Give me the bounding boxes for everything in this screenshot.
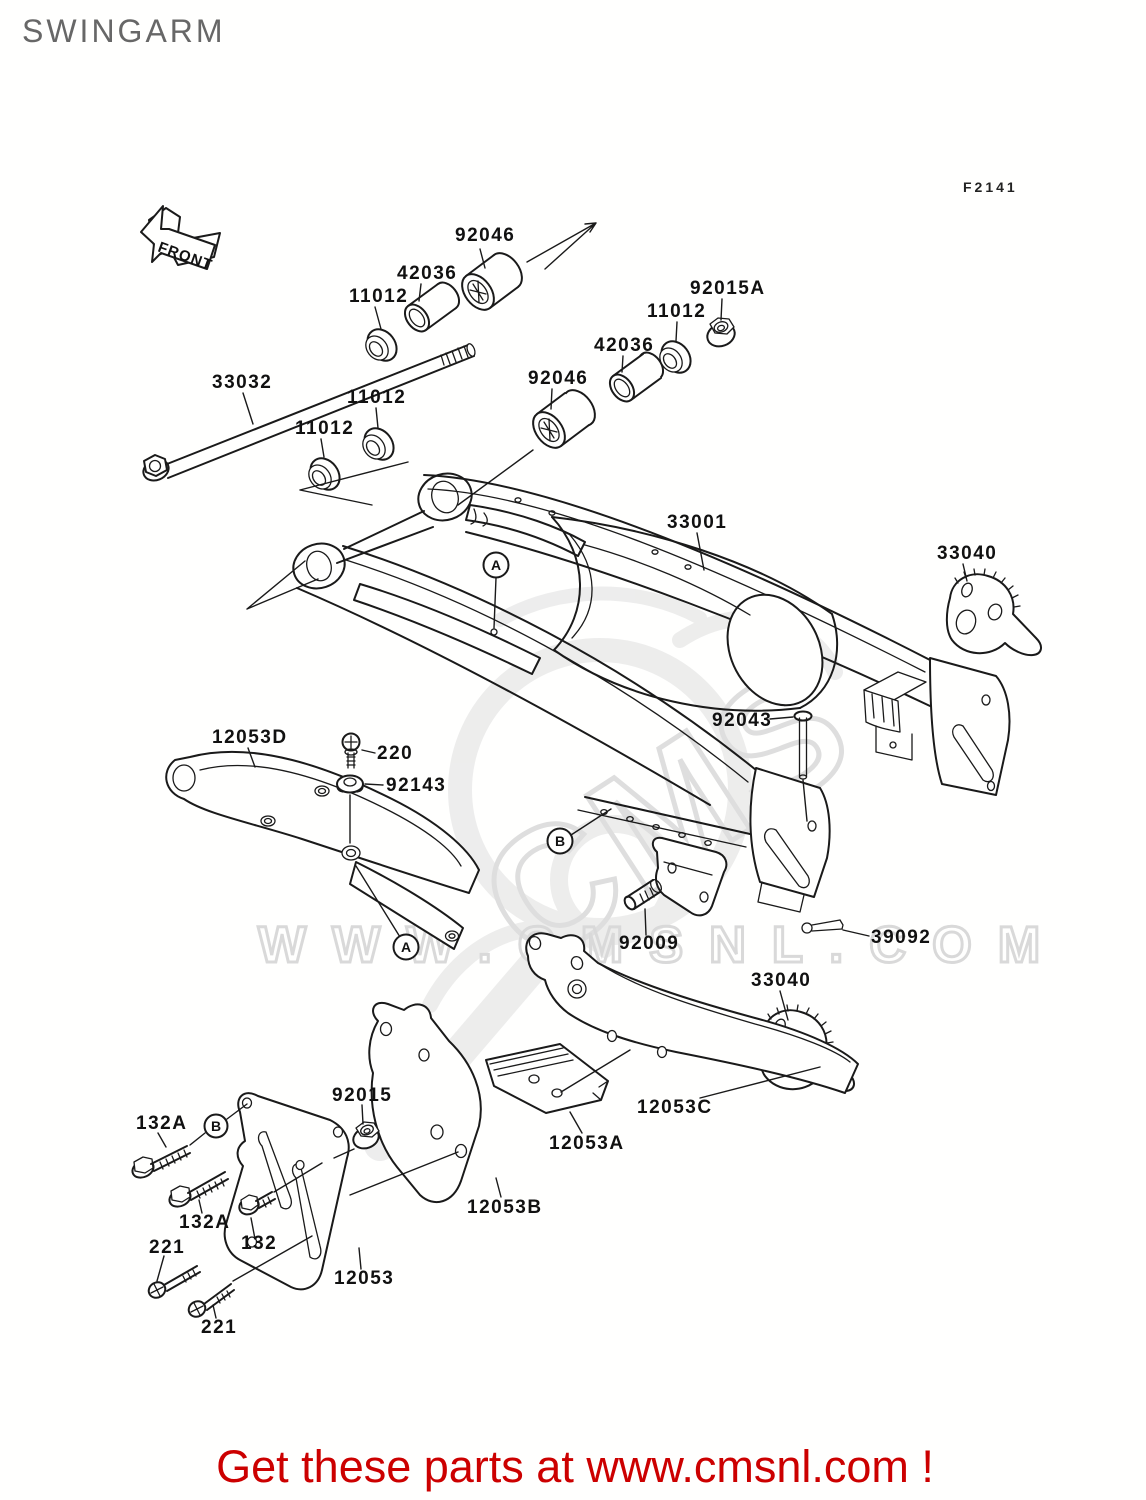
part-92046-needle-bearing-2: [532, 389, 596, 449]
part-label-92046-1: 92046: [455, 225, 515, 246]
part-labels: 92046 42036 11012 92015A 11012 42036 920…: [136, 225, 997, 1338]
svg-text:B: B: [211, 1118, 221, 1134]
part-label-92009: 92009: [619, 933, 679, 954]
part-221-screw-1: [147, 1265, 201, 1299]
part-12053B-guard-plate: [368, 1001, 482, 1204]
callout-b-1: B: [546, 827, 574, 855]
part-132-bolt: [238, 1191, 276, 1216]
part-label-221-1: 221: [149, 1237, 185, 1258]
part-label-92046-2: 92046: [528, 368, 588, 389]
part-label-132: 132: [241, 1233, 277, 1254]
watermark-url-text: WWW.CMSNL.COM: [258, 916, 1066, 973]
part-label-221-2: 221: [201, 1317, 237, 1338]
part-39092-clip: [801, 919, 844, 934]
callout-a-2: A: [392, 933, 420, 961]
part-12053D-chain-slider: [165, 750, 480, 950]
part-label-33040-2: 33040: [751, 970, 811, 991]
part-12053C-chain-guard: [525, 932, 859, 1094]
part-label-92015A: 92015A: [690, 278, 766, 299]
part-label-12053C: 12053C: [637, 1097, 713, 1118]
part-label-42036-2: 42036: [594, 335, 654, 356]
part-92009-stud: [623, 878, 663, 911]
cms-watermark-logo: [364, 586, 843, 1161]
part-label-132A-1: 132A: [136, 1113, 187, 1134]
part-12053A-slider-pad: [485, 1043, 609, 1114]
part-12053-guard-plate: [223, 1092, 350, 1291]
part-label-12053B: 12053B: [467, 1197, 543, 1218]
part-92015A-flange-nut: [706, 317, 736, 348]
part-label-11012-2: 11012: [647, 301, 706, 322]
callout-a-1: A: [482, 551, 510, 579]
part-92043-pin: [793, 710, 813, 780]
part-label-92043: 92043: [712, 710, 772, 731]
svg-text:A: A: [401, 939, 411, 955]
part-label-33040-1: 33040: [937, 543, 997, 564]
part-label-132A-2: 132A: [179, 1212, 230, 1233]
part-label-11012-3: 11012: [347, 387, 406, 408]
part-33001-swingarm: [292, 472, 1011, 917]
part-92143-washer: [336, 774, 364, 794]
part-label-42036-1: 42036: [397, 263, 457, 284]
part-11012-cap-2: [659, 340, 692, 374]
callout-b-2: B: [203, 1113, 229, 1139]
part-132A-bolt-1: [131, 1145, 191, 1179]
part-label-33032: 33032: [212, 372, 272, 393]
part-42036-sleeve-1: [403, 281, 461, 333]
figure-code: F2141: [963, 179, 1018, 195]
part-11012-cap-4: [308, 457, 341, 491]
part-33040-chain-adjuster-1: [945, 568, 1042, 657]
part-11012-cap-3: [362, 427, 395, 461]
part-label-12053D: 12053D: [212, 727, 288, 748]
part-label-33001: 33001: [667, 512, 727, 533]
part-label-92143: 92143: [386, 775, 446, 796]
leader-lines: [156, 222, 968, 1319]
part-132A-bolt-2: [168, 1171, 229, 1208]
part-92046-needle-bearing-1: [461, 252, 523, 311]
part-label-39092: 39092: [871, 927, 931, 948]
part-label-12053: 12053: [334, 1268, 394, 1289]
part-label-11012-1: 11012: [349, 286, 408, 307]
part-label-92015: 92015: [332, 1085, 392, 1106]
part-42036-sleeve-2: [608, 351, 665, 403]
part-label-12053A: 12053A: [549, 1133, 625, 1154]
front-direction-arrow: FRONT: [140, 205, 221, 274]
part-33032-pivot-shaft: [142, 343, 476, 482]
part-label-220: 220: [377, 743, 413, 764]
part-221-screw-2: [187, 1283, 235, 1318]
page-title: SWINGARM: [22, 13, 226, 49]
part-220-screw: [341, 732, 361, 769]
part-label-11012-4: 11012: [295, 418, 354, 439]
footer-promo-text: Get these parts at www.cmsnl.com !: [216, 1441, 934, 1492]
svg-text:A: A: [491, 557, 501, 573]
part-92015-flange-nut: [352, 1121, 380, 1150]
part-11012-cap-1: [365, 328, 398, 362]
svg-text:B: B: [555, 833, 565, 849]
